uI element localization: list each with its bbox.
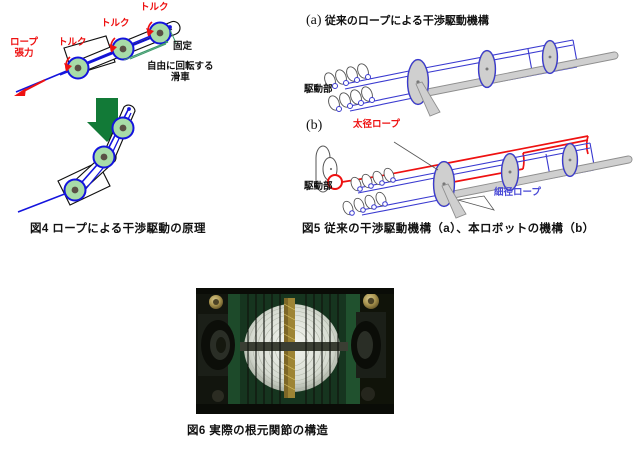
label-torque-2: トルク: [101, 18, 130, 29]
rope-gap-shadows: [247, 288, 339, 414]
rope-bent-anchor: [127, 107, 131, 111]
figure-4: ロープ 張力 トルク トルク トルク 固定 自由に回転する 滑車 図4 ロープに…: [0, 0, 300, 240]
panel-b-lever-arm: [441, 183, 467, 219]
label-fixed: 固定: [173, 41, 193, 52]
pulley-bent-3: [111, 116, 135, 140]
figure-4-diagram: [14, 20, 181, 213]
thick-rope-leader-line: [393, 141, 439, 171]
pulley-3: [148, 21, 172, 45]
panel-a-shaft: [418, 51, 619, 98]
panel-b-guide-pulleys: [342, 167, 395, 216]
panel-b-motor: [315, 145, 338, 193]
figure-6: 図6 実際の根元関節の構造: [0, 275, 640, 449]
label-torque-3: トルク: [140, 2, 169, 13]
right-bearing: [351, 312, 386, 378]
figure-6-photo: [196, 288, 394, 414]
panel-a-rope-nodes: [332, 74, 375, 112]
photo-top-rail: [196, 288, 394, 294]
thin-rope-leader-line: [457, 195, 495, 211]
figure-5-panel-b-drive-unit-label: 駆動部: [304, 181, 333, 192]
label-torque-1: トルク: [58, 37, 87, 48]
pulley-group-bent: [63, 116, 135, 202]
figure-5-panel-a-drive-unit-label: 駆動部: [304, 84, 333, 95]
panel-b-joint-discs: [432, 142, 579, 208]
label-rope-tension: ロープ 張力: [10, 37, 38, 59]
panel-a-lever-arm: [415, 81, 441, 117]
pulley-bent-2: [92, 145, 116, 169]
pulley-1: [66, 56, 90, 80]
pulley-bent-1: [63, 178, 87, 202]
vertical-ropes: [242, 288, 344, 414]
figure-6-caption: 図6 実際の根元関節の構造: [187, 425, 329, 437]
figure-5-panel-a-title: (a) 従来のロープによる干渉駆動機構: [306, 13, 489, 28]
figure-5-panel-b-marker: (b): [306, 118, 323, 133]
panel-a-rope-rails: [344, 39, 578, 112]
panel-b-rope-nodes: [349, 177, 396, 216]
figure-5-thin-rope-label: 細径ロープ: [494, 187, 541, 198]
figure-5-caption: 図5 従来の干渉駆動機構（a）、本ロボットの機構（b）: [302, 223, 595, 235]
figure-5-thick-rope-label: 太径ロープ: [353, 119, 400, 130]
figure-5: (a) 従来のロープによる干渉駆動機構: [298, 0, 640, 240]
label-free-rotating-pulley: 自由に回転する 滑車: [147, 61, 214, 83]
panel-b-disc-3: [561, 142, 579, 178]
rope-tension-arrow: [14, 79, 46, 96]
photo-bottom-rail: [196, 404, 394, 414]
torque-arrow-heads: [64, 28, 154, 71]
figure-6-photo-content: [196, 288, 394, 414]
fixed-leader-line: [169, 29, 177, 44]
joint-disc-3: [541, 39, 559, 75]
center-shaft: [240, 342, 348, 351]
figure-5-panel-b-diagram: [315, 135, 633, 219]
panel-b-disc-2: [500, 152, 520, 192]
panel-a-joint-discs: [406, 39, 559, 106]
left-bearing: [198, 314, 235, 376]
figure-5-panel-a-diagram: [324, 39, 619, 117]
pulley-2: [111, 37, 135, 61]
free-pulley-leader-lines: [123, 40, 169, 61]
photo-screws: [209, 293, 379, 402]
figure-4-caption: 図4 ロープによる干渉駆動の原理: [30, 223, 206, 235]
joint-disc-2: [477, 49, 497, 89]
